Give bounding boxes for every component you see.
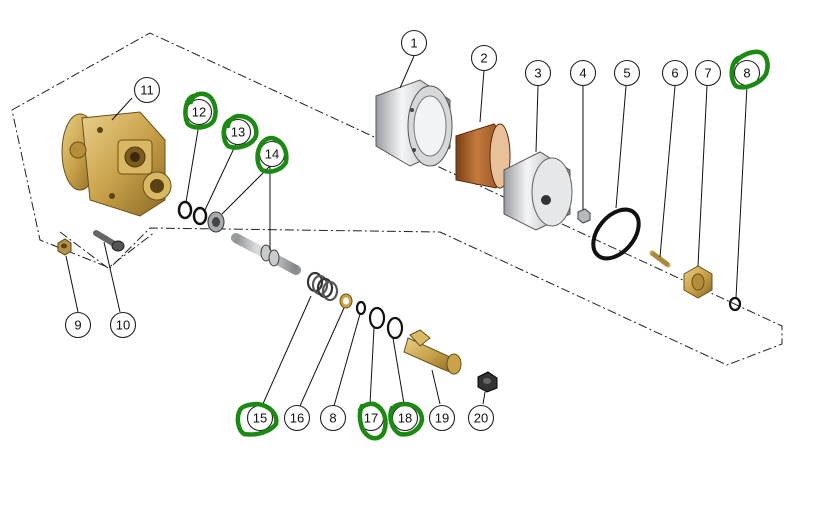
callout-6: 6 [661,59,689,87]
callout-10: 10 [109,311,137,339]
callout-14: 14 [258,140,286,168]
callout-2: 2 [470,44,498,72]
callout-5-label: 5 [623,66,630,81]
callout-8-lower: 8 [319,404,347,432]
brass-fitting-part [403,329,462,375]
callout-19: 19 [428,404,456,432]
pump-housing-part [61,111,172,217]
callout-11-label: 11 [140,83,154,98]
callout-15-label: 15 [253,411,267,426]
o-ring-8-lower-part [355,300,367,316]
leader-lines [65,55,748,407]
small-block-part [577,208,591,224]
callout-7: 7 [694,59,722,87]
callout-6-label: 6 [671,66,678,81]
callout-14-label: 14 [265,147,279,162]
callout-18-label: 18 [398,411,412,426]
cap-part [477,371,498,393]
screw-part [93,230,125,252]
callout-1: 1 [400,29,428,57]
callout-13-label: 13 [231,125,245,140]
large-o-ring-part [591,207,641,261]
callout-12-label: 12 [192,105,206,120]
callout-18: 18 [391,404,419,432]
callout-2-label: 2 [480,51,487,66]
callout-11: 11 [133,76,161,104]
callout-8-upper-label: 8 [743,66,750,81]
valve-stem-part [231,233,301,275]
callout-9: 9 [64,311,92,339]
highlight-12 [183,91,218,130]
callout-20: 20 [467,404,495,432]
o-ring-8-upper-part [728,296,742,312]
highlight-18 [388,401,425,437]
callout-10-label: 10 [116,318,130,333]
o-ring-17-part [368,306,386,330]
o-ring-12-part [177,200,193,220]
copper-band-part [455,123,511,189]
o-ring-13-part [192,206,208,226]
callout-12: 12 [185,98,213,126]
callout-4-label: 4 [579,66,586,81]
brass-washer-part [339,293,353,309]
callout-19-label: 19 [435,411,449,426]
highlight-13 [221,113,259,150]
callout-7-label: 7 [704,66,711,81]
highlight-marks [183,49,770,441]
callout-3: 3 [524,59,552,87]
o-ring-18-part [386,316,404,340]
callout-16-label: 16 [290,411,304,426]
spring-part [306,271,339,302]
callout-16: 16 [283,404,311,432]
callout-20-label: 20 [474,411,488,426]
callout-17-label: 17 [364,411,378,426]
callout-9-label: 9 [74,318,81,333]
callout-4: 4 [569,59,597,87]
small-nut-part [57,238,72,256]
highlight-8-upper [729,49,770,90]
steel-piston-part [503,151,573,231]
pin-part [649,250,671,268]
highlight-14 [255,135,289,174]
callout-8-lower-label: 8 [329,411,336,426]
bushing-part [207,211,225,233]
brass-plug-part [683,265,713,299]
steel-sleeve-part [375,79,453,167]
callout-5: 5 [613,59,641,87]
callout-1-label: 1 [410,36,417,51]
callout-15: 15 [246,404,274,432]
highlight-15 [235,401,279,437]
callout-3-label: 3 [534,66,541,81]
highlight-17 [357,401,388,441]
